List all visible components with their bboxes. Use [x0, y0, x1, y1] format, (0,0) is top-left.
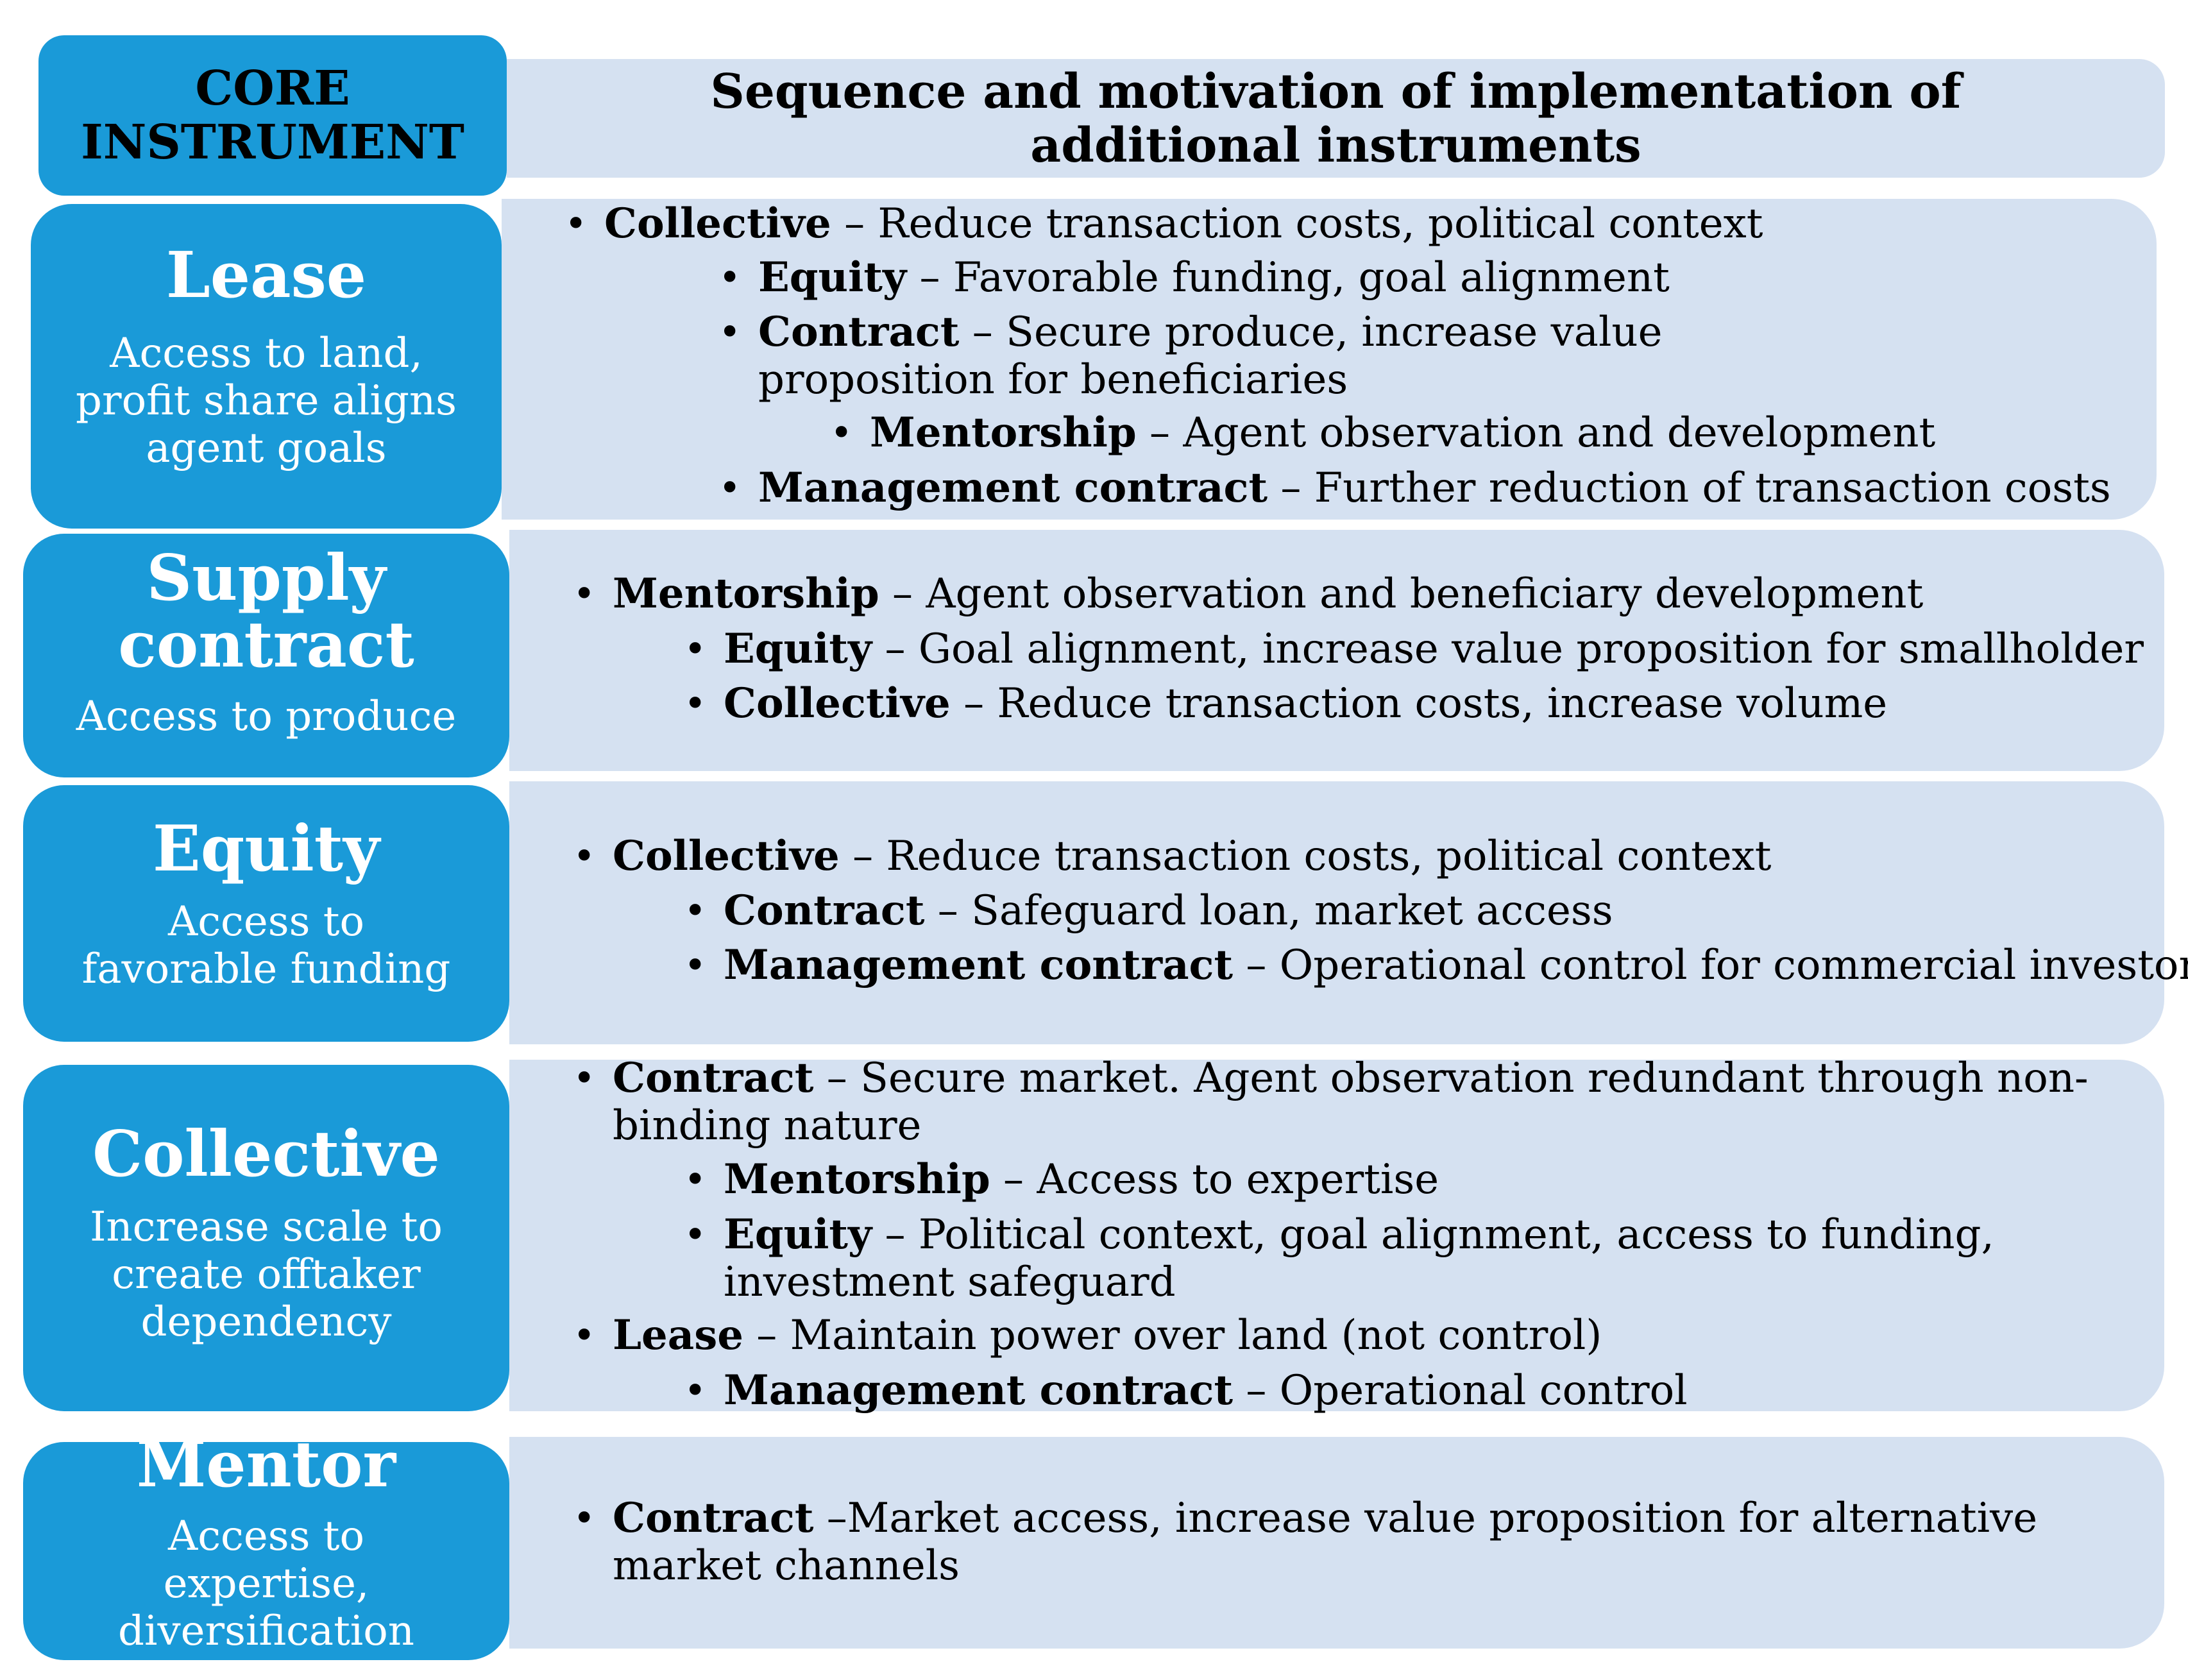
sequence-box-supply-contract: [509, 530, 2164, 771]
bullet-icon: •: [684, 681, 707, 726]
bullet-icon: •: [564, 201, 588, 246]
bullet-icon: •: [718, 310, 742, 355]
core-subtitle: Increase scale to create offtaker depend…: [90, 1203, 443, 1346]
sequence-box-collective: [509, 1060, 2164, 1411]
list-item: • Management contract – Further reductio…: [718, 464, 2111, 513]
sequence-box-equity: [509, 781, 2164, 1044]
bullet-icon: •: [573, 1056, 596, 1101]
list-item: • Mentorship – Agent observation and dev…: [830, 409, 1936, 457]
list-item: • Contract –Market access, increase valu…: [573, 1494, 2038, 1590]
core-title: Supply contract: [118, 541, 414, 682]
bullet-icon: •: [718, 466, 742, 511]
core-subtitle: Access to land, profit share aligns agen…: [76, 330, 457, 472]
bullet-icon: •: [684, 627, 707, 672]
core-title: Equity: [153, 812, 380, 886]
list-item: • Contract – Secure market. Agent observ…: [573, 1054, 2089, 1150]
core-instrument-header: CORE INSTRUMENT: [38, 35, 507, 196]
list-item: • Equity – Goal alignment, increase valu…: [684, 625, 2144, 674]
core-label-line2: INSTRUMENT: [81, 115, 464, 170]
list-item: • Collective – Reduce transaction costs,…: [564, 199, 1763, 248]
list-item: • Mentorship – Access to expertise: [684, 1155, 1439, 1204]
core-title: Mentor: [136, 1442, 396, 1502]
bullet-icon: •: [573, 1313, 596, 1358]
bullet-icon: •: [830, 411, 853, 455]
list-item: • Mentorship – Agent observation and ben…: [573, 570, 1924, 618]
bullet-icon: •: [684, 1212, 707, 1257]
bullet-icon: •: [684, 943, 707, 988]
core-box-collective: Collective Increase scale to create offt…: [23, 1065, 509, 1411]
bullet-icon: •: [573, 572, 596, 616]
bullet-icon: •: [573, 1496, 596, 1541]
bullet-icon: •: [718, 255, 742, 300]
list-item: • Management contract – Operational cont…: [684, 941, 2188, 990]
list-item: • Contract – Safeguard loan, market acce…: [684, 887, 1613, 935]
core-label-line1: CORE: [195, 61, 350, 116]
core-subtitle: Access to favorable funding: [81, 898, 451, 993]
core-subtitle: Access to produce: [76, 693, 457, 740]
sequence-box-lease: [502, 199, 2157, 520]
core-title: Collective: [92, 1117, 440, 1191]
core-box-mentor: Mentor Access to expertise, diversificat…: [23, 1442, 509, 1660]
bullet-icon: •: [573, 834, 596, 879]
core-box-equity: Equity Access to favorable funding: [23, 785, 509, 1042]
list-item: • Management contract – Operational cont…: [684, 1366, 1688, 1415]
bullet-icon: •: [684, 888, 707, 933]
core-box-supply-contract: Supply contract Access to produce: [23, 534, 509, 777]
core-subtitle: Access to expertise, diversification opt…: [118, 1513, 414, 1660]
bullet-icon: •: [684, 1157, 707, 1202]
sequence-title: Sequence and motivation of implementatio…: [710, 64, 1962, 173]
list-item: • Lease – Maintain power over land (not …: [573, 1311, 1602, 1360]
bullet-icon: •: [684, 1368, 707, 1413]
sequence-header: Sequence and motivation of implementatio…: [507, 59, 2165, 178]
list-item: • Contract – Secure produce, increase va…: [718, 308, 1663, 404]
list-item: • Collective – Reduce transaction costs,…: [684, 679, 1888, 728]
core-box-lease: Lease Access to land, profit share align…: [31, 204, 502, 529]
list-item: • Collective – Reduce transaction costs,…: [573, 832, 1772, 881]
list-item: • Equity – Political context, goal align…: [684, 1210, 1994, 1307]
core-title: Lease: [165, 239, 367, 312]
sequence-box-mentor: [509, 1437, 2164, 1649]
list-item: • Equity – Favorable funding, goal align…: [718, 253, 1670, 302]
